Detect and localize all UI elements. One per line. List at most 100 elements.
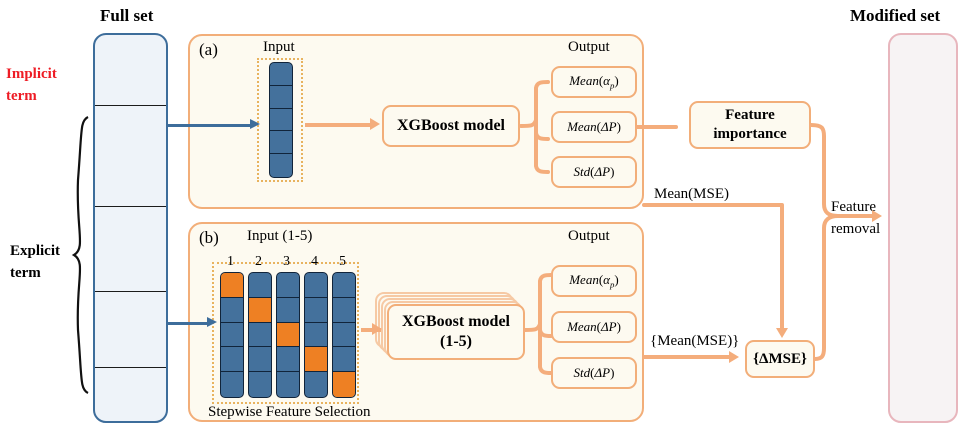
panel-b-xgboost-label-line2: (1-5) <box>440 333 472 350</box>
feature-importance-line1: Feature <box>725 107 775 124</box>
panel-b-output-mean-alpha-text: Mean(αp) <box>569 272 619 290</box>
explicit-term-label-line2: term <box>10 265 41 281</box>
connector-modified-set-arrowhead <box>872 210 882 222</box>
panel-b-input-column-1[interactable] <box>220 272 244 398</box>
panel-b-cell-c2-r4 <box>249 347 271 373</box>
connector-input-b-to-model-arrow <box>372 323 382 335</box>
implicit-term-label-line1: Implicit <box>6 66 57 82</box>
panel-b-cell-c5-r1 <box>333 273 355 298</box>
panel-a-input-cell-2 <box>270 86 292 109</box>
panel-b-cell-c5-r3 <box>333 323 355 348</box>
panel-b-output-label: Output <box>568 228 610 244</box>
panel-b-cell-c4-r4 <box>305 347 327 373</box>
panel-a-input-cell-3 <box>270 109 292 132</box>
panel-b-column-header-4: 4 <box>311 254 318 269</box>
panel-b-cell-c5-r5 <box>333 372 355 397</box>
panel-b-column-header-2: 2 <box>255 254 262 269</box>
panel-b-output-std-dp-text: Std(ΔP) <box>573 365 615 380</box>
panel-a-input-label: Input <box>263 39 295 55</box>
panel-b-cell-c5-r4 <box>333 347 355 373</box>
full-set-title: Full set <box>100 6 154 25</box>
panel-a-input-cell-5 <box>270 154 292 177</box>
full-set-box <box>93 33 168 423</box>
panel-b-output-mean-dp[interactable]: Mean(ΔP) <box>551 311 637 343</box>
panel-b-input-column-4[interactable] <box>304 272 328 398</box>
panel-b-cell-c3-r4 <box>277 347 299 373</box>
panel-a-output-mean-dp-text: Mean(ΔP) <box>567 119 621 134</box>
modified-set-title: Modified set <box>850 6 941 25</box>
set-mean-mse-label: {Mean(MSE)} <box>650 333 740 349</box>
connector-fullset-to-panel-a <box>168 124 252 127</box>
panel-a-output-mean-alpha[interactable]: Mean(αp) <box>551 66 637 98</box>
connector-fullset-to-panel-a-arrow <box>250 119 260 129</box>
mean-mse-label: Mean(MSE) <box>654 186 729 202</box>
panel-b-cell-c4-r2 <box>305 298 327 323</box>
explicit-term-brace <box>71 116 89 394</box>
panel-b-column-header-3: 3 <box>283 254 290 269</box>
panel-a-output-mean-alpha-text: Mean(αp) <box>569 73 619 91</box>
full-set-divider-1 <box>95 105 166 106</box>
panel-b-cell-c3-r3 <box>277 322 299 348</box>
panel-b-cell-c2-r2 <box>249 297 271 323</box>
panel-b-cell-c4-r1 <box>305 273 327 298</box>
panel-b-cell-c2-r3 <box>249 323 271 348</box>
panel-b-xgboost-model-box[interactable]: XGBoost model (1-5) <box>387 304 525 360</box>
panel-a-output-label: Output <box>568 39 610 55</box>
panel-b-cell-c1-r5 <box>221 372 243 397</box>
panel-b-cell-c1-r4 <box>221 347 243 373</box>
full-set-divider-3 <box>95 291 166 292</box>
panel-b-xgboost-label-line1: XGBoost model <box>402 313 510 330</box>
full-set-divider-2 <box>95 206 166 207</box>
panel-b-input-dotted-frame <box>212 262 359 404</box>
connector-fullset-to-panel-b <box>168 322 210 325</box>
panel-b-column-header-5: 5 <box>339 254 346 269</box>
panel-b-cell-c4-r3 <box>305 323 327 348</box>
panel-b-cell-c3-r2 <box>277 298 299 323</box>
connector-input-a-to-model-arrow <box>370 118 380 130</box>
modified-set-item-pi-1[interactable]: Π1 <box>888 48 974 98</box>
modified-set-item-pi-3[interactable]: Π3 <box>888 240 974 290</box>
feature-importance-line2: importance <box>713 126 787 142</box>
panel-b-tag: (b) <box>199 228 219 247</box>
connector-input-b-to-model <box>361 328 381 332</box>
panel-b-output-std-dp[interactable]: Std(ΔP) <box>551 357 637 389</box>
panel-b-cell-c2-r5 <box>249 372 271 397</box>
panel-a-output-std-dp-text: Std(ΔP) <box>573 164 615 179</box>
panel-a-input-cell-4 <box>270 131 292 155</box>
implicit-term-label-line2: term <box>6 88 37 104</box>
panel-a-input-column[interactable] <box>269 62 293 178</box>
panel-a-xgboost-model-box[interactable]: XGBoost model <box>382 105 520 147</box>
panel-b-output-mean-alpha[interactable]: Mean(αp) <box>551 265 637 297</box>
panel-a-output-std-dp[interactable]: Std(ΔP) <box>551 156 637 188</box>
panel-a-tag: (a) <box>199 40 218 59</box>
panel-a-input-cell-1 <box>270 63 292 86</box>
panel-b-cell-c3-r1 <box>277 273 299 298</box>
feature-importance-box[interactable]: Feature importance <box>689 101 811 149</box>
modified-set-item-pi-2[interactable]: Π2 <box>888 143 974 193</box>
panel-b-cell-c3-r5 <box>277 372 299 397</box>
panel-b-cell-c5-r2 <box>333 298 355 323</box>
modified-set-box <box>888 33 958 423</box>
panel-b-column-header-1: 1 <box>227 254 234 269</box>
feature-removal-line2: removal <box>831 221 881 237</box>
full-set-divider-4 <box>95 367 166 368</box>
panel-b-input-label: Input (1-5) <box>247 228 313 244</box>
delta-mse-box[interactable]: {ΔMSE} <box>745 340 815 378</box>
connector-set-mean-mse-arrowhead <box>729 351 739 363</box>
panel-b-input-column-3[interactable] <box>276 272 300 398</box>
panel-b-cell-c1-r2 <box>221 298 243 323</box>
connector-mean-mse-arrowhead <box>776 328 788 338</box>
panel-a-output-mean-dp[interactable]: Mean(ΔP) <box>551 111 637 143</box>
panel-b-cell-c1-r3 <box>221 323 243 348</box>
connector-input-a-to-model <box>305 123 372 127</box>
modified-set-item-pi-4[interactable]: Π4 <box>888 338 974 388</box>
panel-b-cell-c2-r1 <box>249 273 271 298</box>
panel-b-input-column-5[interactable] <box>332 272 356 398</box>
panel-b-output-mean-dp-text: Mean(ΔP) <box>567 319 621 334</box>
feature-removal-line1: Feature <box>831 199 876 215</box>
explicit-term-label-line1: Explicit <box>10 243 61 259</box>
panel-b-caption: Stepwise Feature Selection <box>208 404 371 420</box>
panel-b-input-column-2[interactable] <box>248 272 272 398</box>
connector-fullset-to-panel-b-arrow <box>207 317 217 327</box>
